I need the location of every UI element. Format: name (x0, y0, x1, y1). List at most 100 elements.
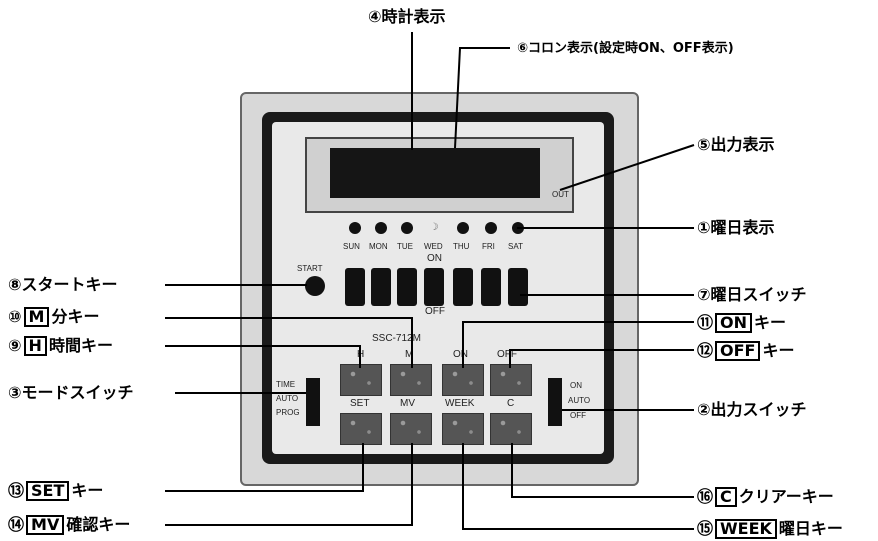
key-name-box: M (23, 307, 50, 327)
day-label: SAT (508, 242, 523, 251)
callout-text: キー (71, 481, 104, 500)
day-switch-callout: ⑦曜日スイッチ (697, 285, 807, 304)
callout-number: ⑭ (8, 515, 25, 534)
leader-h-key (165, 345, 361, 368)
day-indicator-sun (349, 222, 361, 234)
mode-option: AUTO (276, 394, 299, 403)
day-switch-sat[interactable] (508, 268, 528, 306)
leader-output-display (559, 144, 695, 191)
callout-text: 確認キー (66, 515, 131, 534)
day-switch-wed[interactable] (424, 268, 444, 306)
output-option: AUTO (568, 396, 591, 405)
key-name-box: H (23, 336, 47, 356)
leader-mv-key (165, 443, 413, 526)
mode-option: PROG (276, 408, 300, 417)
callout-text: 分キー (51, 307, 100, 326)
day-label: WED (424, 242, 443, 251)
mode-switch-callout: ③モードスイッチ (8, 383, 134, 402)
leader-set-key (165, 443, 364, 492)
day-label: SUN (343, 242, 360, 251)
day-switch-fri[interactable] (481, 268, 501, 306)
day-switch-on-label: ON (427, 253, 442, 264)
callout-text: 時間キー (48, 336, 113, 355)
day-switch-sun[interactable] (345, 268, 365, 306)
callout-number: ⑯ (697, 487, 714, 506)
start-label: START (297, 264, 323, 273)
day-indicator-mon (375, 222, 387, 234)
callout-text: 曜日キー (778, 519, 843, 538)
off-key[interactable] (490, 364, 532, 396)
c-key-label: C (507, 398, 515, 409)
callout-number: ⑪ (697, 313, 714, 332)
day-label: THU (453, 242, 470, 251)
leader-colon (454, 47, 510, 149)
m-key-label: M (405, 349, 414, 360)
on-key-label: ON (453, 349, 468, 360)
output-option: ON (570, 381, 582, 390)
set-key-label: SET (350, 398, 370, 409)
key-name-box: C (715, 487, 737, 507)
day-indicator-wed: ☽ (429, 222, 439, 233)
day-indicator-thu (457, 222, 469, 234)
mv-key-label: MV (400, 398, 415, 409)
off-key-label: OFF (497, 349, 517, 360)
callout-text: クリアーキー (738, 487, 834, 506)
week-key[interactable] (442, 413, 484, 445)
callout-number: ⑩ (8, 307, 22, 326)
day-switch-tue[interactable] (397, 268, 417, 306)
leader-m-key (165, 317, 413, 368)
day-label: TUE (397, 242, 413, 251)
day-label: MON (369, 242, 388, 251)
key-name-box: OFF (715, 341, 761, 361)
output-switch[interactable] (548, 378, 562, 426)
callout-number: ⑫ (697, 341, 714, 360)
output-option: OFF (570, 411, 586, 420)
set-key[interactable] (340, 413, 382, 445)
callout-number: ⑮ (697, 519, 714, 538)
leader-c-key (511, 443, 694, 498)
week-key-label: WEEK (445, 398, 475, 409)
key-name-box: ON (715, 313, 753, 333)
day-indicator-fri (485, 222, 497, 234)
output-switch-callout: ②出力スイッチ (697, 400, 807, 419)
day-display-callout: ①曜日表示 (697, 218, 775, 237)
day-switch-mon[interactable] (371, 268, 391, 306)
c-key[interactable] (490, 413, 532, 445)
mode-switch[interactable] (306, 378, 320, 426)
on-key[interactable] (442, 364, 484, 396)
callout-number: ⑨ (8, 336, 22, 355)
day-indicator-tue (401, 222, 413, 234)
key-name-box: WEEK (715, 519, 777, 539)
mode-option: TIME (276, 380, 296, 389)
key-name-box: MV (26, 515, 65, 535)
day-switch-thu[interactable] (453, 268, 473, 306)
key-name-box: SET (26, 481, 70, 501)
clock-display (330, 148, 540, 198)
leader-on-key (462, 321, 694, 368)
model-number: SSC-712M (372, 333, 421, 344)
day-label: FRI (482, 242, 495, 251)
mv-key[interactable] (390, 413, 432, 445)
callout-text: キー (762, 341, 795, 360)
output-display-callout: ⑤出力表示 (697, 135, 775, 154)
start-key-callout: ⑧スタートキー (8, 275, 118, 294)
clock-display-callout: ④時計表示 (368, 7, 446, 26)
callout-text: キー (754, 313, 787, 332)
colon-display-callout: ⑥コロン表示(設定時ON、OFF表示) (517, 41, 734, 56)
out-indicator-label: OUT (552, 190, 569, 199)
leader-week-key (462, 443, 694, 530)
callout-number: ⑬ (8, 481, 25, 500)
h-key[interactable] (340, 364, 382, 396)
start-button[interactable] (305, 276, 325, 296)
day-switch-off-label: OFF (425, 306, 445, 317)
leader-off-key (509, 349, 694, 368)
